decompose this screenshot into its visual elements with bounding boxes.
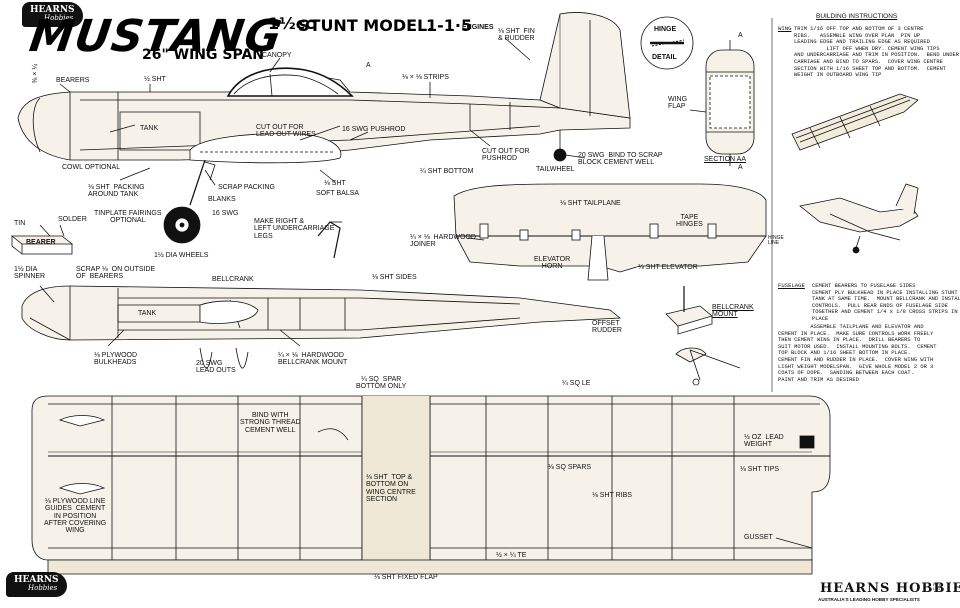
solder-label: SOLDER: [58, 216, 87, 223]
sht-packing-label: ⅛ SHT PACKING AROUND TANK: [88, 184, 145, 199]
plywood-guides-label: ⅛ PLYWOOD LINE GUIDES CEMENT IN POSITION…: [44, 498, 107, 535]
tape-hinges-label: TAPE HINGES: [676, 214, 703, 229]
soft-balsa-label: SOFT BALSA: [316, 190, 360, 197]
tinplate-label: TINPLATE FAIRINGS OPTIONAL: [94, 210, 162, 225]
fuselage-instructions-label: FUSELAGE: [778, 282, 805, 289]
section-aa-drawing: [689, 40, 755, 166]
tailwheel-label: TAILWHEEL: [536, 166, 575, 173]
bind-scrap-label: 20 SWG BIND TO SCRAP BLOCK CEMENT WELL: [578, 152, 663, 167]
top-bottom-centre-label: ⅛ SHT TOP & BOTTOM ON WING CENTRE SECTIO…: [366, 474, 416, 504]
blanks-label: BLANKS: [208, 196, 236, 203]
brand-badge-bottom-script: Hobbies: [28, 584, 58, 592]
sht-half-label: ½ SHT: [144, 76, 166, 83]
lead-weight-label: ½ OZ LEAD WEIGHT: [744, 434, 784, 449]
swg16-label: 16 SWG: [212, 210, 239, 217]
te-label: ½ × ¼ TE: [496, 552, 527, 559]
wing-plan-drawing: [31, 395, 831, 575]
tank-label-side: TANK: [140, 125, 159, 132]
wing-flap-label: WING FLAP: [668, 96, 688, 111]
fuselage-instructions-text: CEMENT BEARERS TO FUSELAGE SIDES CEMENT …: [812, 283, 960, 322]
offset-rudder-label: OFFSET RUDDER: [592, 320, 622, 335]
bellcrank-mount-drawing: [665, 286, 741, 386]
tin-bearer-detail: [10, 224, 74, 255]
bearer-label: BEARER: [26, 239, 56, 246]
brand-badge-top: HEARNS Hobbies: [22, 2, 83, 27]
sht-quarter-label: ⅛ SHT: [324, 180, 346, 187]
fuselage-top-view: [21, 285, 622, 369]
tin-label: TIN: [14, 220, 26, 227]
bellcrank-mount-label: BELLCRANK MOUNT: [712, 304, 754, 319]
elevator-horn-label: ELEVATOR HORN: [534, 256, 571, 271]
canopy-label: CANOPY: [262, 52, 292, 59]
sq-spars-label: ⅛ SQ SPARS: [548, 464, 592, 471]
undercarriage-leg-detail: [317, 221, 342, 259]
iso-airplane-drawing: [799, 183, 919, 254]
company-tagline: AUSTRALIA'S LEADING HOBBY SPECIALISTS: [818, 597, 920, 602]
gusset-label: GUSSET: [744, 534, 773, 541]
engine-range: 1-1·5: [426, 16, 473, 35]
brand-badge-bottom-text: HEARNS: [14, 575, 59, 585]
joiner-label: ¼ × ⅛ HARDWOOD JOINER: [410, 234, 476, 249]
sht-elevator-label: ⅛ SHT ELEVATOR: [638, 264, 698, 271]
wing-instructions-label: WING: [778, 25, 792, 32]
lead-outs-label: 20 SWG LEAD OUTS: [196, 360, 236, 375]
engine-suffix: ENGINES: [462, 24, 494, 31]
wing-instructions-text: TRIM 1/16 OFF TOP AND BOTTOM OF 3 CENTRE…: [794, 26, 960, 79]
plywood-bulkheads-label: ⅛ PLYWOOD BULKHEADS: [94, 352, 138, 367]
strips-label: ⅛ × ⅛ STRIPS: [402, 74, 449, 81]
scrap-outside-label: SCRAP ⅛ ON OUTSIDE OF BEARERS: [76, 266, 156, 281]
bind-thread-label: BIND WITH STRONG THREAD CEMENT WELL: [240, 412, 301, 434]
fin-rudder-label: ⅛ SHT FIN & RUDDER: [498, 28, 535, 43]
company-name: HEARNS HOBBIES: [820, 581, 960, 596]
scrap-packing-label: SCRAP PACKING: [218, 184, 275, 191]
brand-badge-top-text: HEARNS: [30, 5, 75, 15]
assembly-instructions-text: ASSEMBLE TAILPLANE AND ELEVATOR AND CEME…: [778, 324, 937, 383]
sht-sides-label: ⅛ SHT SIDES: [372, 274, 417, 281]
sht-ribs-label: ⅛ SHT RIBS: [592, 492, 632, 499]
hinge-line-label: HINGE LINE: [768, 235, 784, 247]
hinge-detail-bottom: DETAIL: [652, 54, 677, 61]
fuselage-side-view: [17, 12, 631, 244]
bearers-size: ⅜ × ¼: [32, 63, 40, 84]
sht-bottom-label: ¼ SHT BOTTOM: [420, 168, 474, 175]
section-marker-a-fuselage: A: [366, 62, 371, 69]
instructions-heading: BUILDING INSTRUCTIONS: [816, 13, 898, 20]
make-legs-label: MAKE RIGHT & LEFT UNDERCARRIAGE LEGS: [254, 218, 335, 240]
section-aa-title: SECTION AA: [704, 156, 747, 163]
hardwood-mount-label: ¼ × ⅛ HARDWOOD BELLCRANK MOUNT: [278, 352, 348, 367]
section-aa-marker-top: A: [738, 32, 743, 39]
tailplane-drawing: [453, 183, 767, 281]
cowl-label: COWL OPTIONAL: [62, 164, 121, 171]
fixed-flap-label: ⅛ SHT FIXED FLAP: [374, 574, 438, 581]
tailplane-label: ⅛ SHT TAILPLANE: [560, 200, 621, 207]
brand-badge-bottom: HEARNS Hobbies: [6, 572, 67, 597]
brand-badge-top-script: Hobbies: [44, 14, 74, 22]
model-type: STUNT MODEL.: [298, 16, 434, 35]
bellcrank-label: BELLCRANK: [212, 276, 254, 283]
hinge-detail: [640, 16, 694, 70]
iso-wing-drawing: [791, 93, 919, 151]
model-size: 1½cc: [268, 14, 315, 33]
pushrod-label: 16 SWG PUSHROD: [342, 126, 406, 133]
company-suffix: PTY LTD: [933, 582, 941, 592]
bearers-label: BEARERS: [56, 77, 90, 84]
sht-tips-label: ⅛ SHT TIPS: [740, 466, 780, 473]
spar-bottom-label: ¼ SQ SPAR BOTTOM ONLY: [356, 376, 407, 391]
cut-out-pushrod-label: CUT OUT FOR PUSHROD: [482, 148, 530, 163]
le-label: ¼ SQ LE: [562, 380, 591, 387]
spinner-label: 1½ DIA SPINNER: [14, 266, 46, 281]
wheels-label: 1½ DIA WHEELS: [154, 252, 209, 259]
section-aa-marker-bottom: A: [738, 164, 743, 171]
cut-out-lead-label: CUT OUT FOR LEAD OUT WIRES: [256, 124, 316, 139]
hinge-detail-top: HINGE: [654, 26, 677, 33]
wing-span-label: 26" WING SPAN: [142, 47, 264, 63]
tank-label-top: TANK: [138, 310, 157, 317]
